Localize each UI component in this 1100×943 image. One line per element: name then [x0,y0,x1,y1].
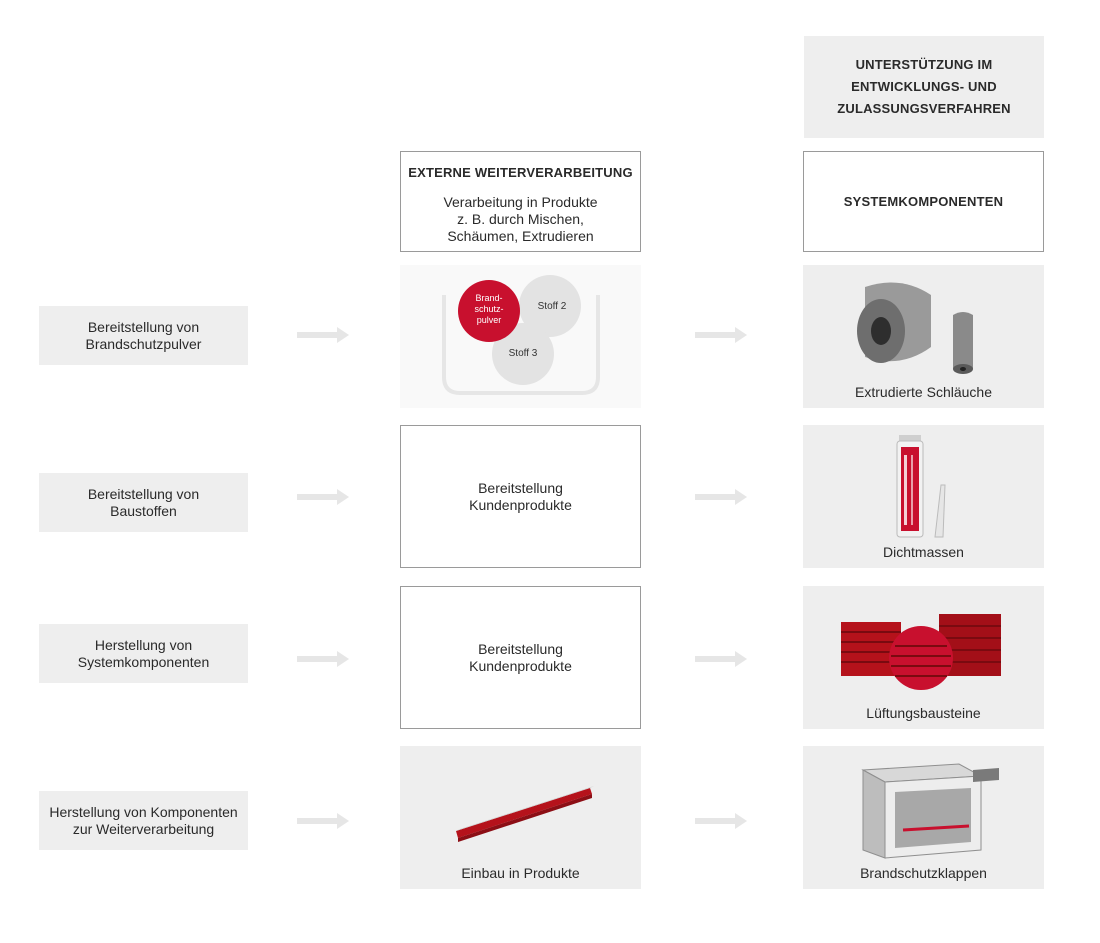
product-caption: Dichtmassen [883,544,964,560]
external-processing-box: EXTERNE WEITERVERARBEITUNG Verarbeitung … [400,151,641,252]
mixing-bowl-icon [442,275,600,395]
arrow-right-icon [297,651,349,667]
installation-panel: Einbau in Produkte [400,746,641,889]
customer-products-label: Bereitstellung Kundenprodukte [469,640,572,674]
left-box-label: Bereitstellung von Baustoffen [87,485,200,519]
mix-circle-2-label: Stoff 2 [537,301,567,312]
mixing-panel: Brand- schutz- pulver Stoff 2 Stoff 3 [400,265,641,408]
customer-products-label: Bereitstellung Kundenprodukte [469,479,572,513]
external-processing-title: EXTERNE WEITERVERARBEITUNG [408,165,633,180]
left-box-3: Herstellung von Systemkomponenten [39,624,248,683]
left-box-4: Herstellung von Komponenten zur Weiterve… [39,791,248,850]
system-components-title: SYSTEMKOMPONENTEN [843,193,1004,209]
product-panel-sealants: Dichtmassen [803,425,1044,568]
system-components-box: SYSTEMKOMPONENTEN [803,151,1044,252]
external-processing-text: Verarbeitung in Produkte z. B. durch Mis… [443,194,598,244]
product-caption: Lüftungsbausteine [866,705,981,721]
tube-icon [857,282,973,374]
cartridge-icon [896,435,946,538]
arrow-right-icon [695,651,747,667]
left-box-label: Herstellung von Systemkomponenten [77,636,210,670]
arrow-right-icon [695,327,747,343]
customer-products-box-2: Bereitstellung Kundenprodukte [400,586,641,729]
arrow-right-icon [297,489,349,505]
product-panel-tubes: Extrudierte Schläuche [803,265,1044,408]
arrow-right-icon [695,489,747,505]
customer-products-box-1: Bereitstellung Kundenprodukte [400,425,641,568]
fire-damper-icon [861,763,999,859]
vent-block-icon [841,614,1001,690]
product-caption: Brandschutzklappen [860,865,987,881]
mix-circle-3-label: Stoff 3 [508,348,538,359]
product-panel-dampers: Brandschutzklappen [803,746,1044,889]
product-caption: Extrudierte Schläuche [855,384,992,400]
support-title: UNTERSTÜTZUNG IM ENTWICKLUNGS- UND ZULAS… [837,57,1011,116]
left-box-2: Bereitstellung von Baustoffen [39,473,248,532]
left-box-label: Bereitstellung von Brandschutzpulver [85,318,202,352]
arrow-right-icon [297,813,349,829]
left-box-label: Herstellung von Komponenten zur Weiterve… [49,803,238,837]
arrow-right-icon [695,813,747,829]
sealing-strip-icon [456,786,594,842]
installation-caption: Einbau in Produkte [461,865,580,881]
left-box-1: Bereitstellung von Brandschutzpulver [39,306,248,365]
arrow-right-icon [297,327,349,343]
mix-circle-powder-label: Brand- schutz- pulver [474,293,504,325]
support-box: UNTERSTÜTZUNG IM ENTWICKLUNGS- UND ZULAS… [804,36,1044,138]
product-panel-vents: Lüftungsbausteine [803,586,1044,729]
